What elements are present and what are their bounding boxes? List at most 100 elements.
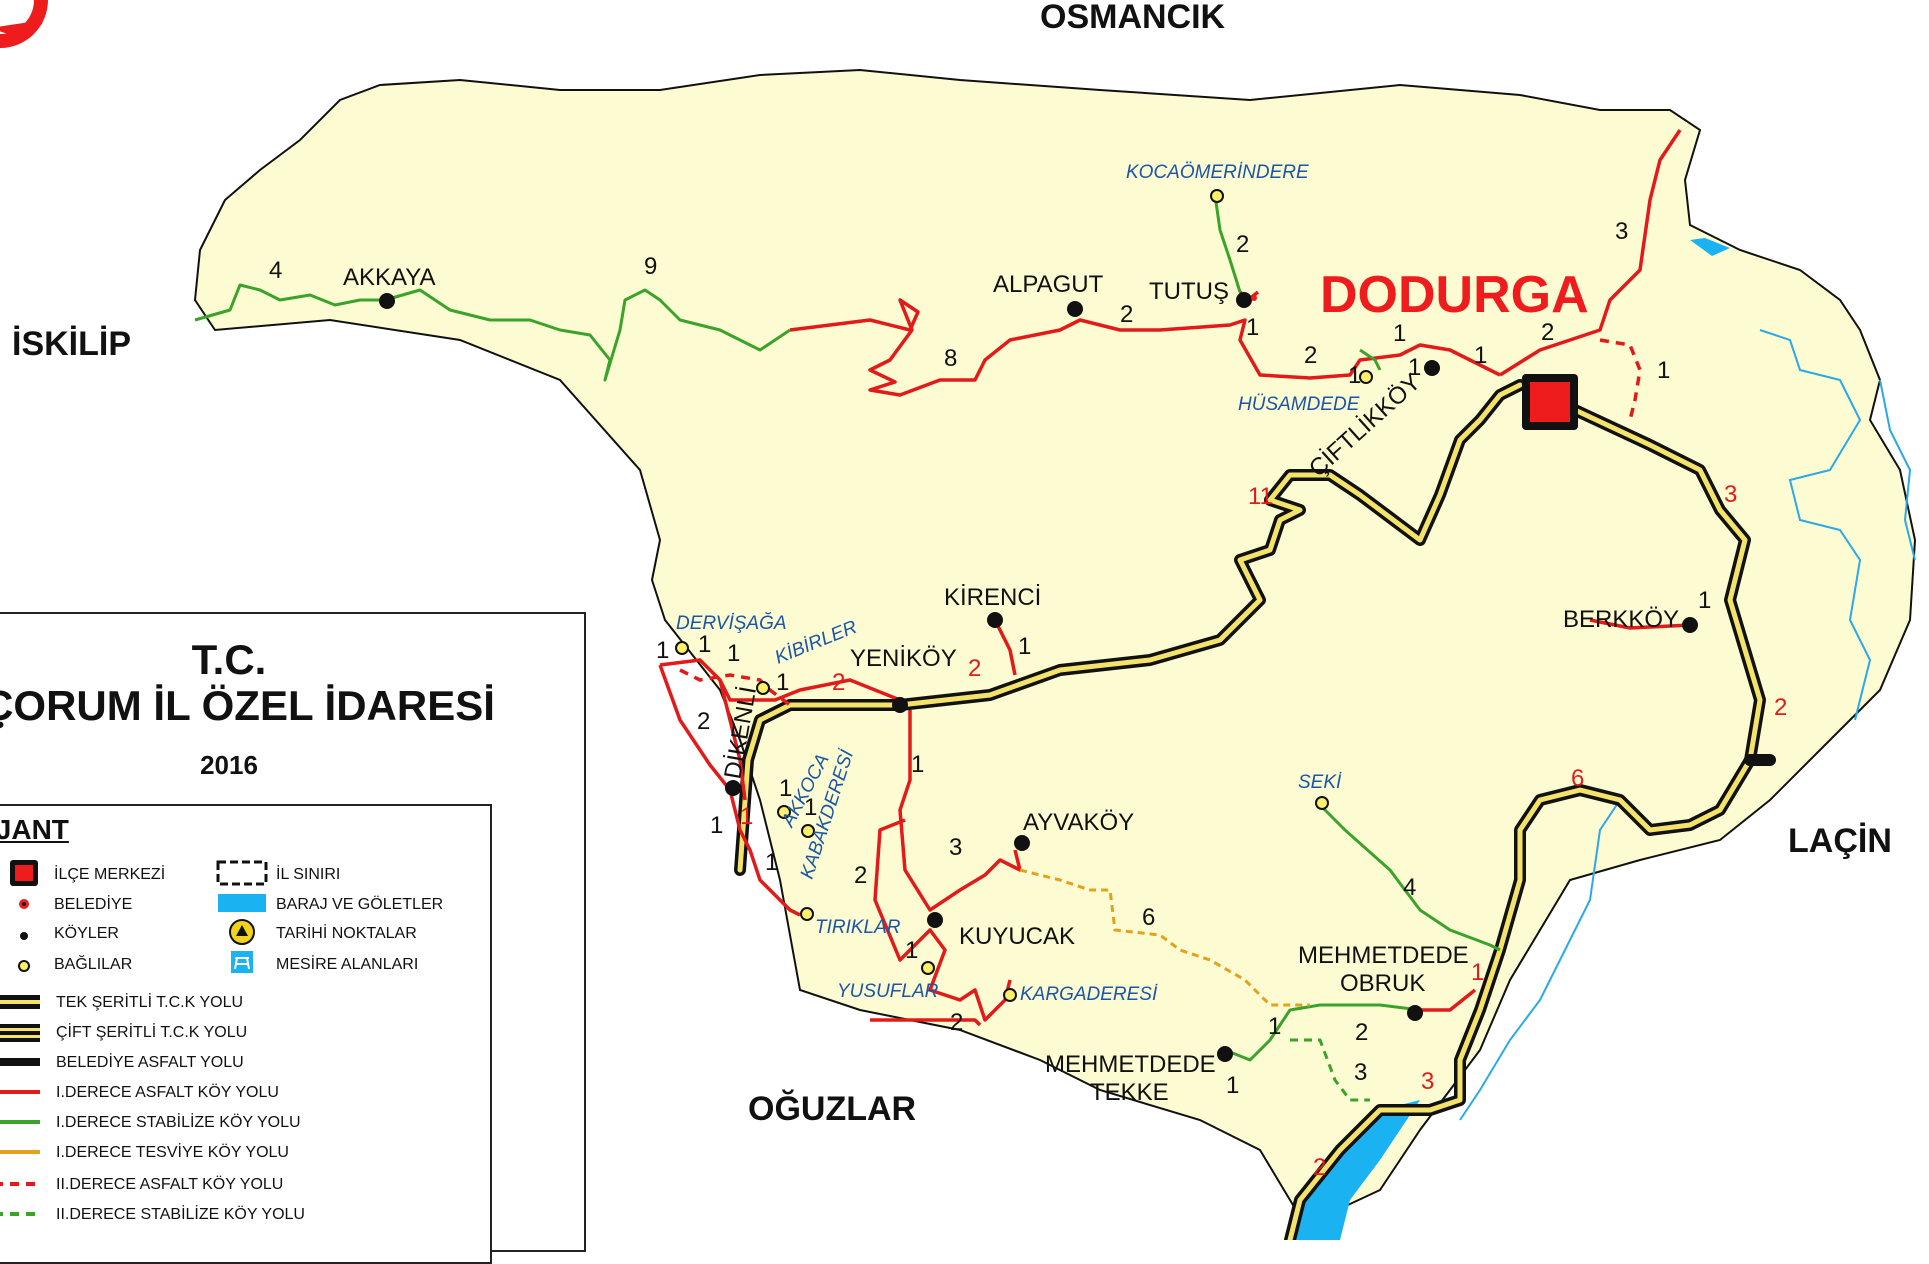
road-number-label: 3 <box>1354 1059 1367 1086</box>
hamlet-label-husamdede: HÜSAMDEDE <box>1238 394 1360 415</box>
asphalt-road-icon <box>0 1090 40 1094</box>
road-number-label: 2 <box>1236 231 1249 258</box>
stabilize-road-icon <box>0 1120 40 1124</box>
legend-belediye: BELEDİYE <box>54 896 133 913</box>
district-name-label: DODURGA <box>1320 266 1589 324</box>
legend-d1-tesviye: I.DERECE TESVİYE KÖY YOLU <box>56 1144 289 1161</box>
legend-baraj: BARAJ VE GÖLETLER <box>276 896 444 913</box>
road-number-label: 1 <box>698 631 711 658</box>
village-label-alpagut: ALPAGUT <box>993 271 1104 298</box>
rivers <box>1459 329 1916 1121</box>
legend-koyler: KÖYLER <box>54 925 119 942</box>
tesviye-road-icon <box>0 1150 40 1154</box>
pond <box>1690 238 1730 256</box>
road-number-label: 3 <box>949 834 962 861</box>
road-number-label: 4 <box>269 257 282 284</box>
legend-baglilar: BAĞLILAR <box>54 956 133 973</box>
hamlet-label-yusuflar: YUSUFLAR <box>837 981 939 1002</box>
legend-belediye-asfalt: BELEDİYE ASFALT YOLU <box>56 1054 244 1071</box>
municipality-marker <box>1251 295 1257 301</box>
legend-d2-stabilize: II.DERECE STABİLİZE KÖY YOLU <box>56 1206 305 1223</box>
road-number-label: 3 <box>1421 1068 1434 1095</box>
hamlet-markers <box>675 189 1373 1002</box>
district-center-marker <box>1522 374 1578 430</box>
village-label-kirenci: KİRENCİ <box>944 584 1041 611</box>
road-number-label: 1 <box>804 794 817 821</box>
neighbor-east-label: LAÇİN <box>1788 822 1892 860</box>
legend-ilce-merkezi: İLÇE MERKEZİ <box>54 866 166 883</box>
legend-d1-stabilize: I.DERECE STABİLİZE KÖY YOLU <box>56 1114 301 1131</box>
road-number-label: 1 <box>1474 342 1487 369</box>
legend-cift-serit: ÇİFT ŞERİTLİ T.C.K YOLU <box>56 1024 248 1041</box>
single-lane-road-icon <box>0 995 40 1009</box>
legend-panel: T.C. ÇORUM İL ÖZEL İDARESİ 2016 LEJANT İ… <box>0 612 586 1264</box>
legend-tarihi: TARİHİ NOKTALAR <box>276 925 417 942</box>
road-number-label: 1 <box>905 937 918 964</box>
village-label-ayvakoy: AYVAKÖY <box>1023 809 1134 836</box>
road-number-label: 1 <box>1408 354 1421 381</box>
panel-title-line1: T.C. <box>191 636 267 683</box>
road-number-label: 2 <box>950 1009 963 1036</box>
picnic-table-icon <box>231 951 253 973</box>
road-number-label: 2 <box>854 862 867 889</box>
legend-box: LEJANT İLÇE MERKEZİ BELEDİYE KÖYLER BAĞL… <box>0 804 492 1264</box>
village-label-tutus: TUTUŞ <box>1149 278 1229 305</box>
hamlet-label-seki: SEKİ <box>1298 772 1342 793</box>
legend-d1-asfalt: I.DERECE ASFALT KÖY YOLU <box>56 1084 279 1101</box>
village-label-mehmetdede-tekke-1: MEHMETDEDE <box>1045 1051 1216 1078</box>
road-number-label: 1 <box>1393 320 1406 347</box>
reservoir-icon <box>218 894 266 912</box>
neighbor-south-label: OĞUZLAR <box>748 1090 916 1128</box>
road-number-label: 8 <box>944 345 957 372</box>
neighbor-west-label: İSKİLİP <box>12 325 131 363</box>
road-number-label: 1 <box>1471 959 1484 986</box>
reservoir <box>1290 1100 1420 1240</box>
road-number-label: 2 <box>1304 342 1317 369</box>
road-number-label: 1 <box>656 637 669 664</box>
stabilize-roads-secondary <box>1290 1038 1370 1102</box>
road-number-label: 2 <box>1313 1154 1326 1181</box>
asphalt-roads-secondary <box>679 338 1642 707</box>
village-label-akkaya: AKKAYA <box>343 264 435 291</box>
road-number-label: 2 <box>832 669 845 696</box>
road-number-label: 1 <box>1018 633 1031 660</box>
neighbor-north-label: OSMANCIK <box>1040 0 1226 36</box>
road-number-label: 1 <box>1268 1013 1281 1040</box>
road-number-label: 2 <box>968 655 981 682</box>
legend-heading: LEJANT <box>0 814 69 845</box>
road-number-label: 11 <box>1248 483 1273 510</box>
road-number-label: 1 <box>765 849 778 876</box>
tesviye-roads <box>1019 868 1310 1007</box>
panel-title-line2: ÇORUM İL ÖZEL İDARESİ <box>0 682 495 729</box>
district-center-icon <box>10 860 38 886</box>
legend-il-siniri: İL SINIRI <box>276 866 341 883</box>
village-label-berkkoy: BERKKÖY <box>1563 606 1679 633</box>
province-border-icon <box>216 860 268 886</box>
village-markers <box>379 292 1698 1062</box>
road-number-label: 1 <box>740 803 753 830</box>
historic-point-icon <box>229 919 255 945</box>
road-number-label: 9 <box>644 253 657 280</box>
legend-mesire: MESİRE ALANLARI <box>276 956 419 973</box>
village-label-mehmetdede-obruk-1: MEHMETDEDE <box>1298 942 1469 969</box>
village-label-yenikoy: YENİKÖY <box>850 645 957 672</box>
secondary-asphalt-road-icon <box>0 1182 40 1186</box>
road-number-label: 3 <box>1615 218 1628 245</box>
road-number-label: 1 <box>727 640 740 667</box>
asphalt-roads <box>658 129 1691 1027</box>
panel-year: 2016 <box>200 750 258 780</box>
road-number-label: 1 <box>710 812 723 839</box>
logo-seal <box>0 0 48 48</box>
road-number-label: 1 <box>776 669 789 696</box>
village-label-mehmetdede-tekke-2: TEKKE <box>1090 1079 1169 1106</box>
hamlet-label-dervisaga: DERVİŞAĞA <box>676 612 787 634</box>
road-number-label: 2 <box>1355 1019 1368 1046</box>
road-number-label: 3 <box>1724 481 1737 508</box>
road-number-label: 1 <box>1246 314 1259 341</box>
road-number-label: 1 <box>1657 357 1670 384</box>
stabilize-roads <box>194 194 1501 1062</box>
road-number-label: 2 <box>1774 694 1787 721</box>
highway-double <box>734 379 1776 1240</box>
village-label-kuyucak: KUYUCAK <box>959 923 1075 950</box>
